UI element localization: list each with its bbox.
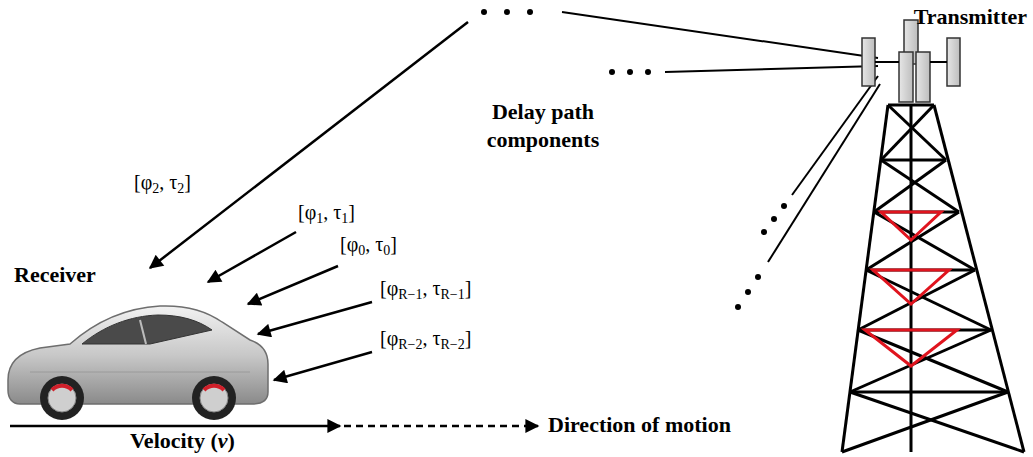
path-line xyxy=(768,84,880,262)
path-line xyxy=(792,76,878,195)
subscript: R−1 xyxy=(440,287,464,302)
arrival-arrow xyxy=(274,352,372,380)
subscript: R−1 xyxy=(398,287,422,302)
car-illustration xyxy=(8,306,268,420)
subscript: 0 xyxy=(358,243,365,258)
subscript: R−2 xyxy=(398,337,422,352)
group-label: Delay path components xyxy=(468,98,618,154)
path-parameter: [φ1, τ1] xyxy=(298,200,355,228)
path-line xyxy=(665,66,878,72)
path-parameter: [φR−2, τR−2] xyxy=(380,326,471,354)
subscript: 0 xyxy=(383,243,390,258)
path-line xyxy=(562,12,878,58)
transmitter-label: Transmitter xyxy=(914,4,1027,30)
math-variable: v xyxy=(218,428,228,453)
tower-illustration xyxy=(842,20,1024,452)
subscript: 2 xyxy=(177,181,184,196)
path-parameter: [φ2, τ2] xyxy=(134,170,191,198)
arrival-arrow xyxy=(258,302,372,334)
arrival-arrow xyxy=(208,232,296,282)
subscript: 1 xyxy=(316,211,323,226)
subscript: R−2 xyxy=(440,337,464,352)
ellipsis-dots xyxy=(481,9,787,310)
path-lines xyxy=(562,12,880,262)
motion-label: Direction of motion xyxy=(548,412,731,438)
arrival-arrow xyxy=(150,22,468,268)
arrival-arrow xyxy=(248,266,338,304)
subscript: 1 xyxy=(341,211,348,226)
path-parameter: [φR−1, τR−1] xyxy=(380,276,471,304)
subscript: 2 xyxy=(152,181,159,196)
receiver-label: Receiver xyxy=(14,262,96,288)
path-parameter: [φ0, τ0] xyxy=(340,232,397,260)
velocity-label: Velocity (v) xyxy=(130,428,235,454)
motion-arrow xyxy=(10,425,538,428)
